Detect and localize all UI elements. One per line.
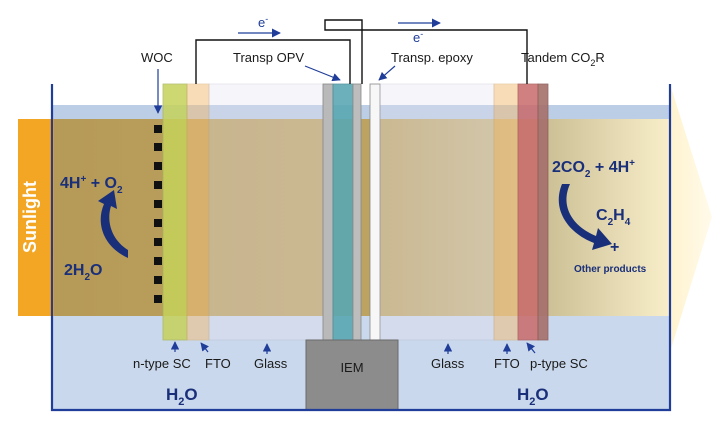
h2o-left-label: H2O — [166, 385, 198, 408]
n-type-semiconductor-layer — [162, 83, 188, 341]
sunlight-bar — [18, 119, 54, 316]
cathode-reactant-label: 2CO2 + 4H+ — [552, 158, 635, 180]
tandem-co2r-label: Tandem CO2R — [521, 50, 605, 68]
bottom-layer-labels: n-type SC FTO Glass Glass FTO p-type SC — [133, 341, 588, 371]
cathode-plus-label: + — [610, 239, 619, 256]
fto-right-label: FTO — [494, 356, 520, 371]
anode-product-label: 4H+ + O2 — [60, 174, 123, 196]
opv-outer-left — [322, 83, 334, 341]
anode-reaction-arrow — [98, 190, 128, 258]
other-products-label: Other products — [574, 264, 647, 275]
h2o-right-label: H2O — [517, 385, 549, 408]
p-type-semiconductor-layer — [517, 83, 539, 341]
glass-left-layer — [208, 83, 324, 341]
cathode-reaction-arrow — [558, 184, 612, 250]
fto-left-label: FTO — [205, 356, 231, 371]
anode-reactant-label: 2H2O — [64, 262, 102, 283]
fto-left-layer — [186, 83, 210, 341]
opv-outer-right — [352, 83, 362, 341]
tandem-co2r-layer — [537, 83, 549, 341]
glass-right-layer — [379, 83, 495, 341]
iem-label: IEM — [340, 360, 363, 375]
glass-left-label: Glass — [254, 356, 288, 371]
transp-opv-layer — [332, 83, 354, 341]
tank-outline — [50, 84, 672, 412]
n-type-sc-label: n-type SC — [133, 356, 191, 371]
p-type-sc-label: p-type SC — [530, 356, 588, 371]
wire-left — [195, 39, 351, 84]
cathode-product-label: C2H4 — [596, 207, 631, 228]
fto-right-layer — [493, 83, 519, 341]
electron-label-right: e- — [413, 29, 423, 45]
electron-label-left: e- — [258, 14, 268, 30]
woc-catalyst-dots — [154, 125, 162, 303]
wire-right — [324, 19, 528, 84]
woc-label: WOC — [141, 50, 173, 65]
iem-membrane — [305, 339, 399, 411]
transp-opv-pointer — [304, 65, 341, 82]
light-beam — [52, 119, 672, 316]
sunlight-label: Sunlight — [20, 181, 40, 253]
transp-epoxy-layer — [369, 83, 381, 341]
transp-epoxy-label: Transp. epoxy — [391, 50, 473, 65]
light-beam-arrowhead — [670, 84, 712, 352]
transp-opv-label: Transp OPV — [233, 50, 304, 65]
transp-epoxy-pointer — [378, 65, 396, 81]
glass-right-label: Glass — [431, 356, 465, 371]
